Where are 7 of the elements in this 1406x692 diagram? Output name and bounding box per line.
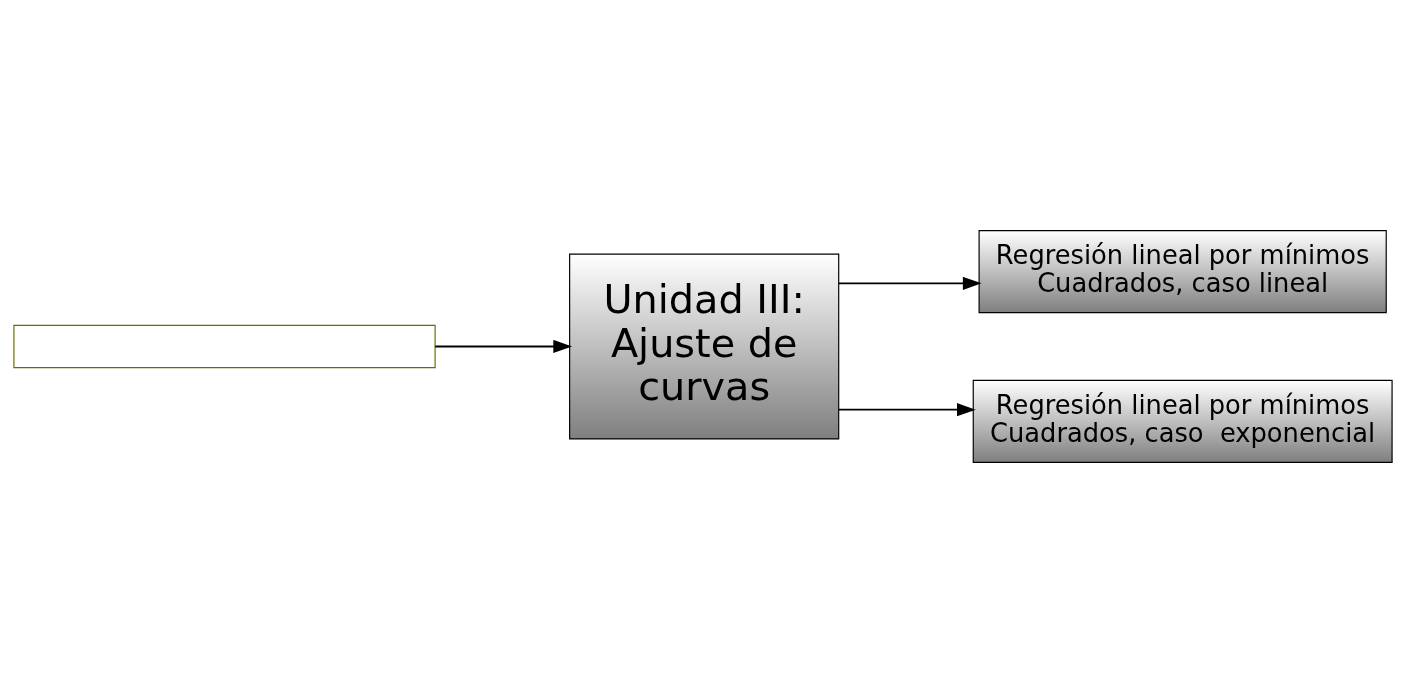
- arrow: [434, 339, 573, 353]
- node-box: [13, 324, 436, 368]
- arrow: [837, 402, 976, 416]
- arrow: [837, 276, 982, 290]
- node-box: Unidad III: Ajuste de curvas: [569, 253, 840, 439]
- node-box: Regresión lineal por mínimos Cuadrados, caso lineal: [978, 229, 1387, 313]
- node-box: Regresión lineal por mínimos Cuadrados, caso exponencial: [972, 379, 1393, 463]
